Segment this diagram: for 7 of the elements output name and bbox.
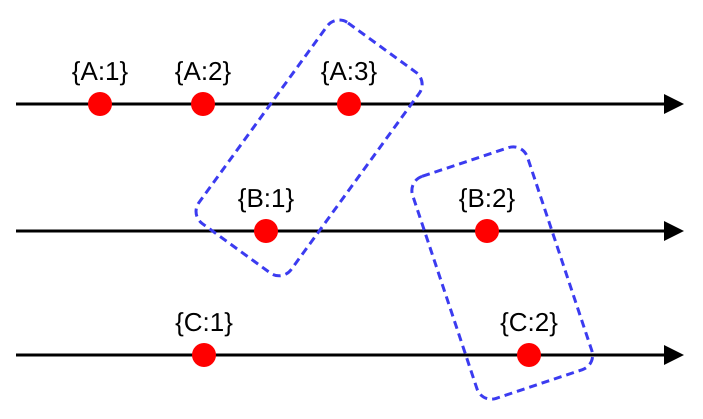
event-label: {B:1} bbox=[236, 182, 296, 213]
event-label: {A:1} bbox=[70, 56, 130, 86]
event-label: {A:2} bbox=[174, 56, 232, 86]
event-label: {C:1} bbox=[174, 307, 234, 337]
event-label: {B:2} bbox=[458, 182, 516, 213]
event-label: {C:2} bbox=[499, 306, 559, 337]
event-label: {A:3} bbox=[320, 56, 378, 86]
